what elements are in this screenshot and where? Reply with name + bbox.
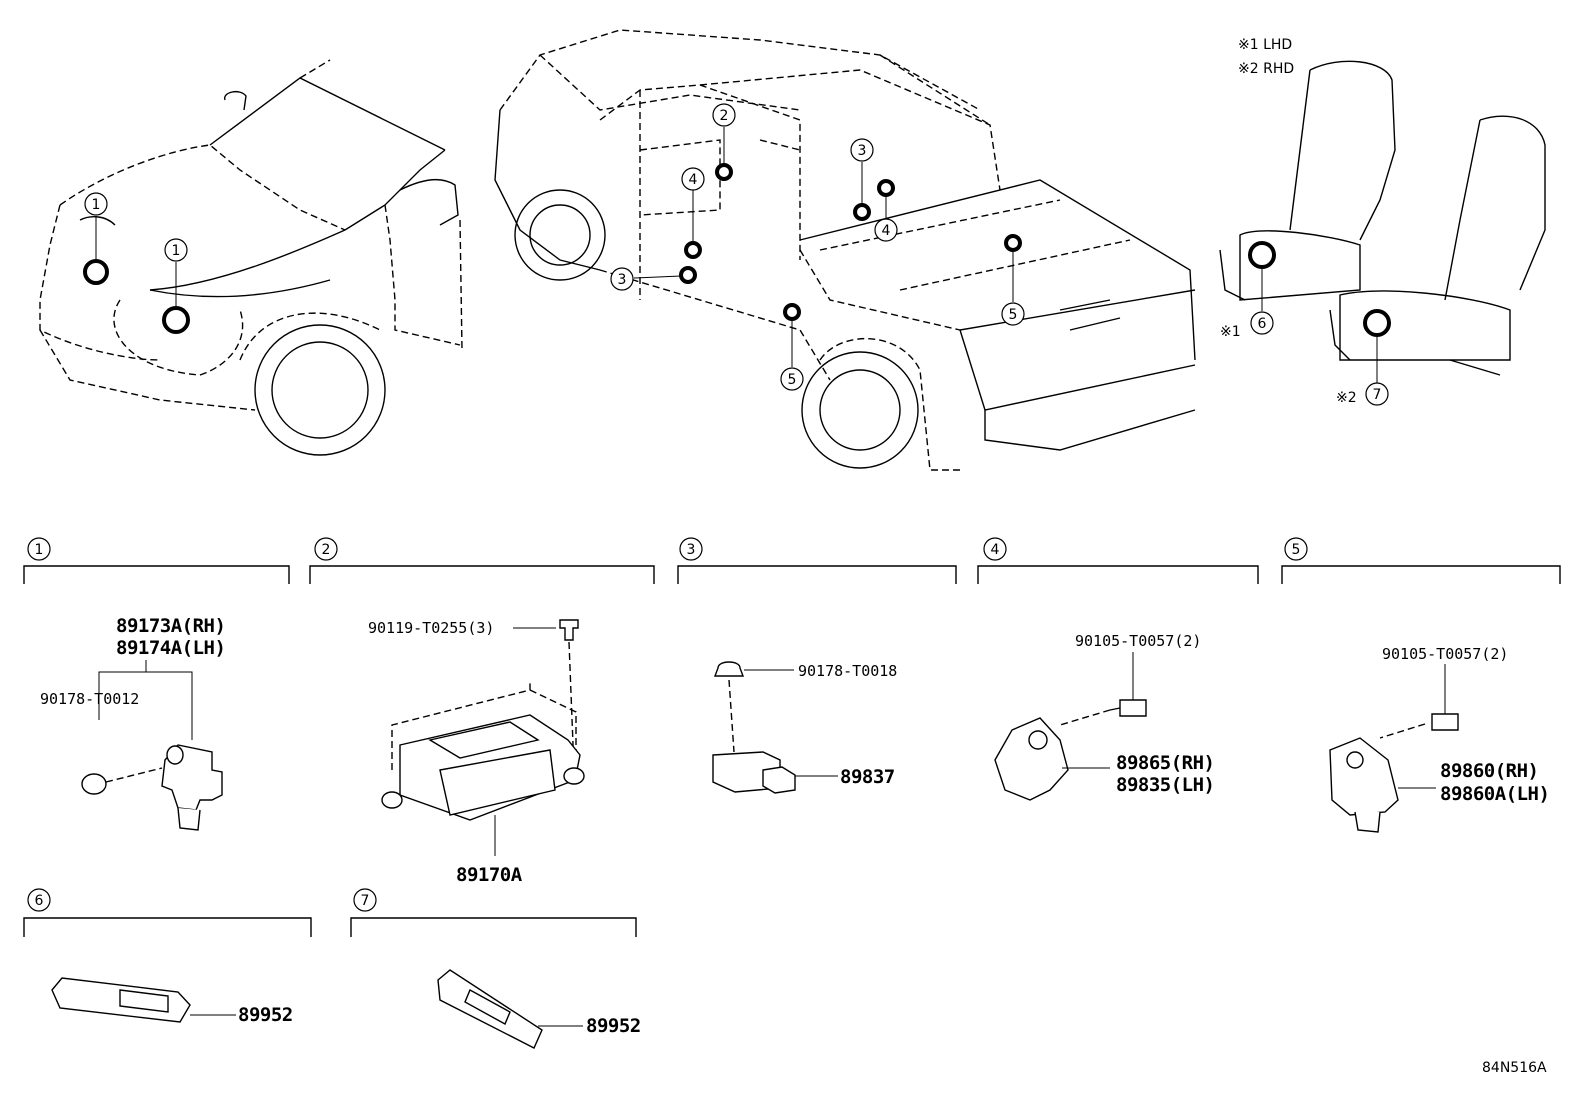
part-89174A-LH: 89174A(LH) <box>116 637 225 659</box>
part-89860A-LH: 89860A(LH) <box>1440 783 1549 805</box>
callout-5-b: 5 <box>788 372 797 388</box>
section-headers <box>23 537 1561 937</box>
part-89835-LH: 89835(LH) <box>1116 774 1214 796</box>
part-90178-T0018: 90178-T0018 <box>798 662 897 680</box>
part-89952-section-7: 89952 <box>586 1015 641 1037</box>
callout-1-front-a: 1 <box>92 197 101 213</box>
notes: ※1 LHD ※2 RHD ※1 ※2 <box>1220 37 1357 406</box>
section-number-3: 3 <box>687 542 696 558</box>
section-number-1: 1 <box>35 542 44 558</box>
section-numbers: 1 2 3 4 5 6 7 <box>35 542 1301 909</box>
vehicle-front-view <box>39 59 463 456</box>
part-89865-RH: 89865(RH) <box>1116 752 1214 774</box>
section-number-6: 6 <box>35 893 44 909</box>
part-drawing-7 <box>437 969 583 1049</box>
part-90119-T0255: 90119-T0255(3) <box>368 619 494 637</box>
mark-2: ※2 <box>1336 390 1357 406</box>
part-drawing-2 <box>381 619 585 856</box>
callout-6: 6 <box>1258 316 1267 332</box>
part-drawing-3 <box>712 661 838 794</box>
part-drawing-1 <box>81 660 223 831</box>
section-number-7: 7 <box>361 893 370 909</box>
diagram-reference-code: 84N516A <box>1482 1060 1547 1076</box>
mark-1: ※1 <box>1220 324 1241 340</box>
callout-4-a: 4 <box>882 223 891 239</box>
callout-5-a: 5 <box>1009 307 1018 323</box>
callout-3-b: 3 <box>618 272 627 288</box>
callout-2: 2 <box>720 108 729 124</box>
section-number-4: 4 <box>991 542 1000 558</box>
callout-7: 7 <box>1373 387 1382 403</box>
part-90105-T0057-a: 90105-T0057(2) <box>1075 632 1201 650</box>
callout-4-b: 4 <box>689 172 698 188</box>
part-drawing-4 <box>994 652 1147 801</box>
part-89860-RH: 89860(RH) <box>1440 760 1538 782</box>
vehicle-pickup-view <box>494 29 1196 471</box>
section-number-5: 5 <box>1292 542 1301 558</box>
part-drawing-6 <box>51 977 236 1023</box>
part-89837: 89837 <box>840 766 895 788</box>
callout-1-front-b: 1 <box>172 243 181 259</box>
part-89170A: 89170A <box>456 864 523 886</box>
callout-3-a: 3 <box>858 143 867 159</box>
part-labels: 89173A(RH) 89174A(LH) 90178-T0012 90119-… <box>40 615 1550 1037</box>
vehicle-callouts: 1 1 2 3 4 4 3 5 5 6 7 <box>92 108 1382 403</box>
note-rhd: ※2 RHD <box>1238 61 1294 77</box>
part-89173A-RH: 89173A(RH) <box>116 615 225 637</box>
part-drawing-5 <box>1329 664 1459 833</box>
section-number-2: 2 <box>322 542 331 558</box>
part-90105-T0057-b: 90105-T0057(2) <box>1382 645 1508 663</box>
seat-view <box>1219 60 1546 406</box>
part-90178-T0012: 90178-T0012 <box>40 690 139 708</box>
part-89952-section-6: 89952 <box>238 1004 293 1026</box>
note-lhd: ※1 LHD <box>1238 37 1292 53</box>
